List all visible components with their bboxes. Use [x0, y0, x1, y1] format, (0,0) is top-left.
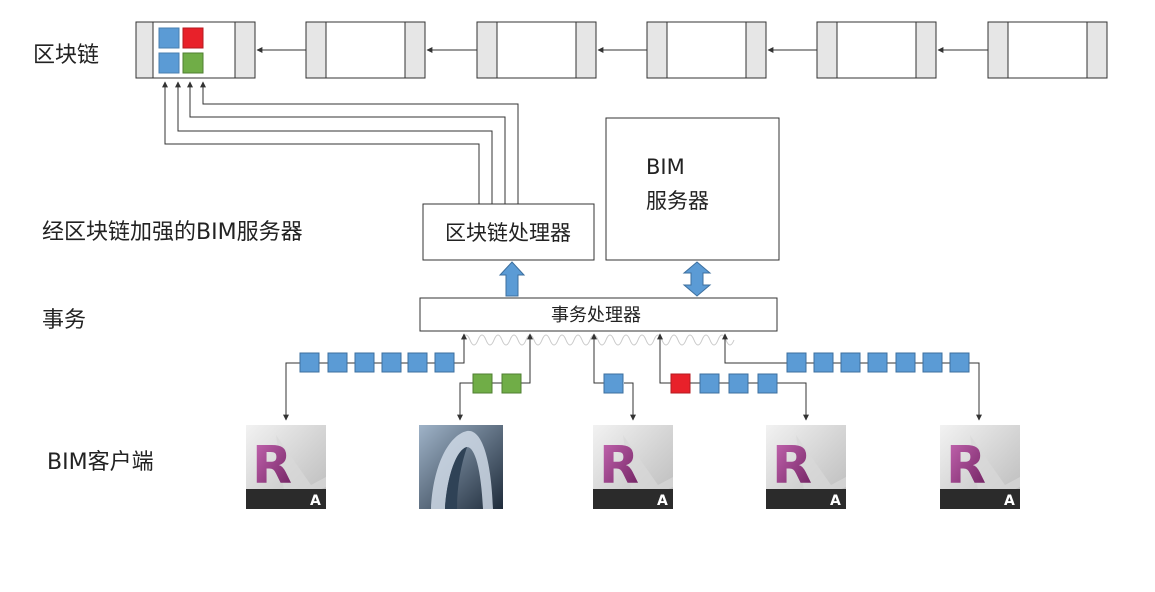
client-2-connection [457, 333, 533, 421]
client-1-connection [283, 333, 467, 421]
bim-server-label-line2: 服务器 [646, 189, 709, 213]
svg-text:R: R [946, 436, 986, 496]
tx-green [472, 373, 493, 394]
client-2-up-line [520, 333, 533, 384]
svg-text:R: R [772, 436, 812, 496]
block-tx-blue-1 [158, 27, 180, 49]
bidirectional-arrow-to-bim-server [682, 261, 712, 297]
revit-icon[interactable]: R A [940, 425, 1020, 509]
bim-server: BIM 服务器 [605, 117, 780, 261]
tx-blue [354, 352, 375, 373]
commit-line [175, 81, 493, 204]
tx-blue [381, 352, 402, 373]
client-5-up-line [722, 333, 787, 364]
tx-blue [895, 352, 916, 373]
transaction-processor: 事务处理器 [419, 297, 778, 332]
svg-text:R: R [599, 436, 639, 496]
block-tx-blue-2 [158, 52, 180, 74]
svg-text:A: A [1004, 493, 1015, 509]
client-3-down-line [624, 382, 636, 421]
client-2-down-line [457, 382, 473, 421]
tx-blue [922, 352, 943, 373]
bim-clients-label: BIM客户端 [47, 450, 154, 475]
client-1-down-line [283, 362, 300, 421]
tx-blue [728, 373, 749, 394]
block-4 [646, 21, 767, 79]
client-3-up-line [591, 333, 604, 384]
tx-blue [299, 352, 320, 373]
tx-blue [699, 373, 720, 394]
client-1-up-line [454, 333, 467, 364]
revit-icon[interactable]: R A [246, 425, 326, 509]
block-5 [816, 21, 937, 79]
wave-decoration [461, 334, 735, 346]
block-3 [476, 21, 597, 79]
tx-blue [603, 373, 624, 394]
tx-blue [867, 352, 888, 373]
client-1-transactions [299, 352, 455, 373]
block-tx-green [182, 52, 204, 74]
blockchain-chain [135, 21, 1108, 79]
svg-text:A: A [830, 493, 841, 509]
client-2-transactions [472, 373, 522, 394]
client-4-up-line [657, 333, 671, 384]
block-6 [987, 21, 1108, 79]
tx-blue [949, 352, 970, 373]
svg-text:A: A [310, 493, 321, 509]
tx-blue [434, 352, 455, 373]
blockchain-processor: 区块链处理器 [422, 203, 595, 261]
commit-line [200, 81, 519, 204]
blockchain-label: 区块链 [33, 43, 99, 68]
svg-text:A: A [657, 493, 668, 509]
bim-server-label-line1: BIM [646, 155, 685, 179]
commit-line [162, 81, 480, 204]
block-2 [305, 21, 426, 79]
revit-icon[interactable]: R A [593, 425, 673, 509]
tx-blue [813, 352, 834, 373]
client-4-transactions [670, 373, 778, 394]
commit-line [187, 81, 506, 204]
client-5-transactions [786, 352, 970, 373]
tx-blue [407, 352, 428, 373]
autocad-icon[interactable] [419, 425, 503, 509]
client-5-down-line [969, 362, 982, 421]
client-3-transactions [603, 373, 624, 394]
tx-green [501, 373, 522, 394]
enhanced-server-label: 经区块链加强的BIM服务器 [42, 220, 303, 245]
up-arrow-to-blockchain-processor [498, 261, 526, 297]
revit-icon[interactable]: R A [766, 425, 846, 509]
transaction-processor-label: 事务处理器 [551, 305, 641, 326]
blockchain-processor-label: 区块链处理器 [445, 221, 571, 245]
client-4-down-line [777, 382, 809, 421]
processor-to-block-lines [162, 81, 519, 204]
client-3-connection [591, 333, 636, 421]
tx-blue [757, 373, 778, 394]
genesis-block [135, 21, 256, 79]
tx-blue [840, 352, 861, 373]
block-tx-red [182, 27, 204, 49]
tx-red [670, 373, 691, 394]
transactions-label: 事务 [42, 308, 86, 333]
tx-blue [786, 352, 807, 373]
tx-blue [327, 352, 348, 373]
svg-text:R: R [252, 436, 292, 496]
